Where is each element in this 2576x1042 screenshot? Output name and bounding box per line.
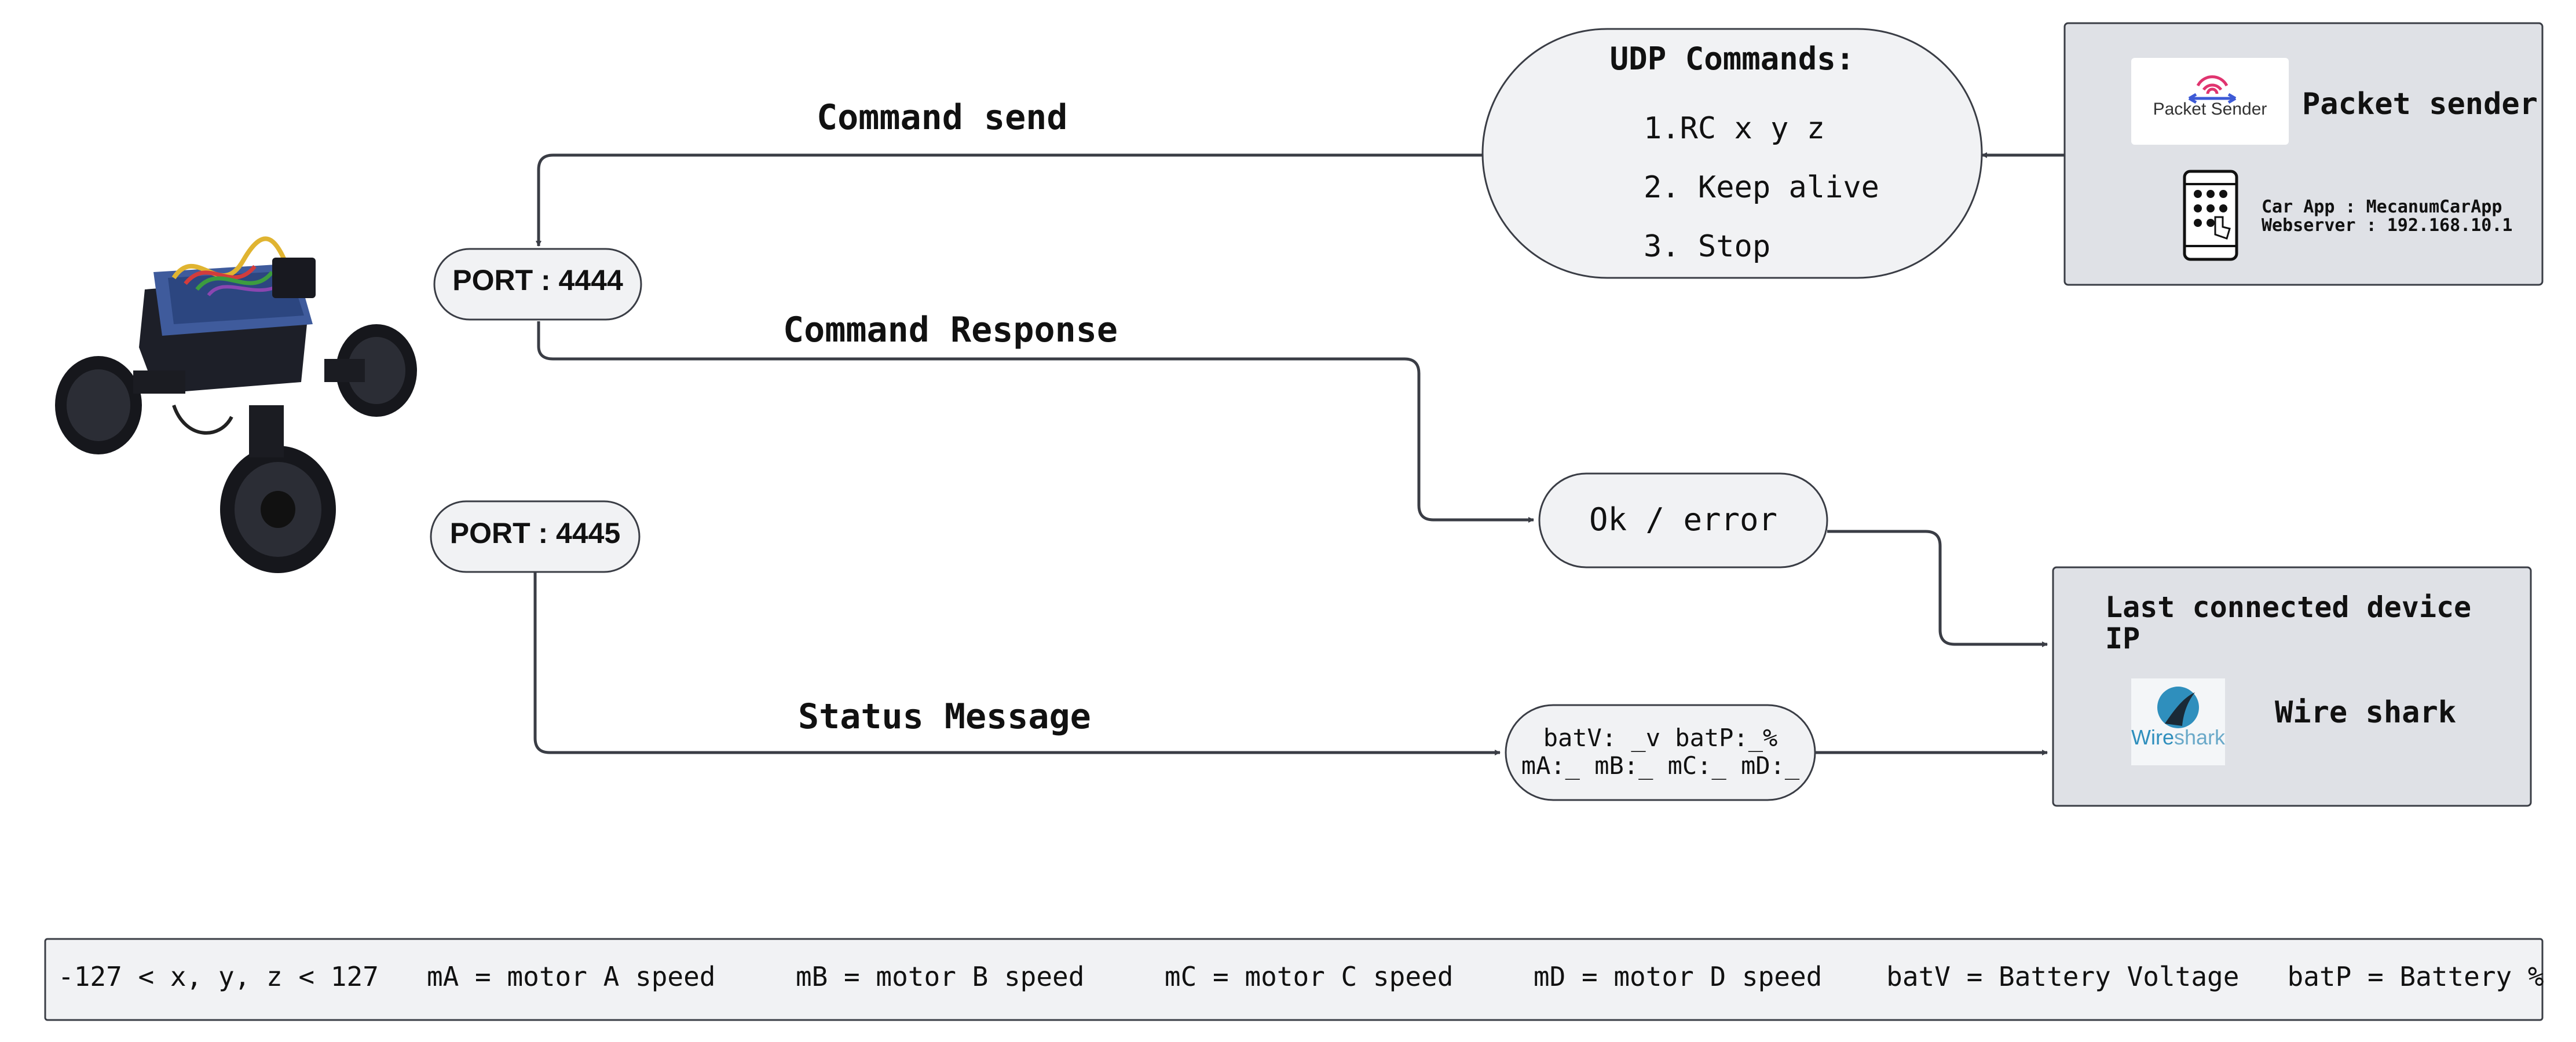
port-4445-label: PORT : 4445 (449, 517, 621, 549)
port-4444-node (433, 248, 642, 321)
nodes (44, 22, 2544, 1021)
udp-command-1-text: RC x y z (1679, 111, 1825, 146)
udp-command-2-text: Keep alive (1697, 170, 1879, 205)
status-msg-line2: mA:_ mB:_ mC:_ mD:_ (1521, 751, 1800, 780)
status-message-node (1505, 704, 1816, 801)
wireshark-panel-title: Last connected device IP (2105, 590, 2472, 655)
wireshark-logo-text-b: shark (2174, 725, 2226, 749)
udp-command-1: 1.RC x y z (1644, 111, 1825, 146)
edge-ok-to-wireshark (1827, 530, 2048, 647)
edge-label-command-send: Command send (817, 97, 1068, 138)
edge-label-status-message: Status Message (798, 696, 1091, 737)
phone-app-icon (2183, 170, 2238, 261)
wireshark-tool-label: Wire shark (2275, 695, 2457, 730)
wireshark-logo-text: Wireshark (2131, 725, 2225, 750)
ok-error-label: Ok / error (1589, 501, 1778, 538)
port-4445-node (430, 500, 641, 573)
webserver-line: Webserver : 192.168.10.1 (2262, 215, 2513, 236)
edge-label-command-response: Command Response (783, 310, 1118, 350)
legend-box (44, 938, 2544, 1021)
wireshark-logo (2131, 678, 2225, 765)
udp-command-3-text: Stop (1697, 229, 1771, 264)
udp-command-2: 2. Keep alive (1644, 170, 1879, 205)
port-4444-label: PORT : 4444 (452, 264, 623, 296)
ok-error-node (1538, 472, 1828, 568)
edge-command-response (537, 321, 1534, 523)
packet-sender-logo-text: Packet Sender (2153, 100, 2267, 119)
edge-command-send (536, 153, 1483, 247)
edge-status-message (533, 572, 1501, 755)
car-app-line: Car App : MecanumCarApp (2262, 197, 2502, 217)
wireshark-logo-text-a: Wire (2131, 725, 2174, 749)
packet-sender-logo (2131, 58, 2289, 145)
udp-commands-title: UDP Commands: (1609, 41, 1855, 77)
status-msg-line1: batV: _v batP:_% (1543, 724, 1778, 752)
udp-commands-node (1481, 28, 1983, 279)
connectors (533, 152, 2065, 755)
udp-command-3: 3. Stop (1644, 229, 1771, 264)
packet-sender-title: Packet sender (2302, 87, 2538, 122)
legend-text: -127 < x, y, z < 127 mA = motor A speed … (58, 961, 2544, 992)
mecanum-robot-image (55, 236, 417, 573)
